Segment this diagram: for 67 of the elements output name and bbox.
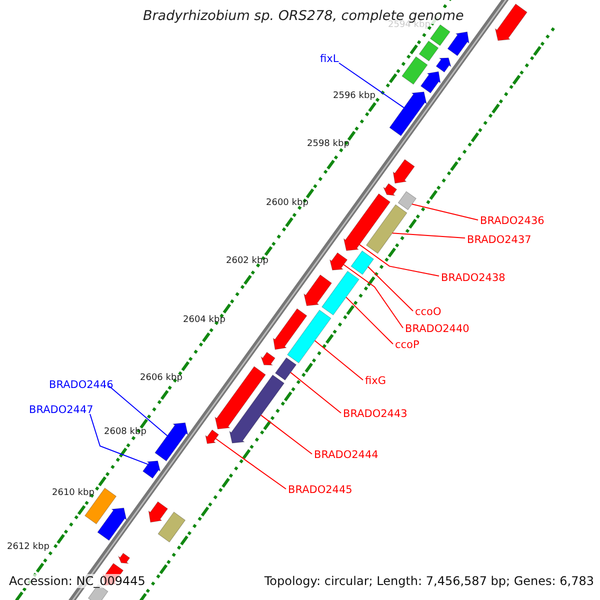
gene-block [229,374,285,444]
scale-label: 2612 kbp [7,542,50,553]
gene-block [97,508,127,541]
gene-label: BRADO2447 [29,404,94,417]
gene-block [286,310,332,364]
gene-label: fixG [365,375,386,388]
gene-label: BRADO2436 [480,215,544,228]
scale-label: 2606 kbp [140,373,182,384]
leader-line [90,414,148,465]
gene-label: BRADO2446 [49,379,114,392]
gene-block [260,352,276,366]
gene-block [389,92,427,136]
leader-line [368,266,414,312]
scale-label: 2604 kbp [183,315,226,326]
gene-block [205,429,220,444]
gene-block [304,274,332,306]
gene-label: BRADO2445 [288,484,352,497]
scale-label: 2608 kbp [104,427,146,438]
gene-block [142,460,161,479]
gene-label: BRADO2443 [343,408,408,421]
gene-block [272,308,308,350]
footer-text: Accession: NC_009445 [9,574,146,588]
leader-line [290,372,342,414]
gene-block [366,204,408,254]
scale-label: 2598 kbp [307,139,350,150]
gene-label: ccoP [395,339,420,352]
gene-block [214,366,266,430]
gene-block [343,193,391,251]
gene-block [154,422,188,462]
gene-label: BRADO2440 [405,323,470,336]
leader-line [358,244,440,276]
scale-label: 2602 kbp [226,256,268,267]
gene-block [274,357,297,381]
gene-block [118,552,130,564]
gene-block [398,191,417,210]
leader-line [346,296,394,344]
gene-label: BRADO2444 [314,449,378,462]
gene-block [420,71,441,94]
gene-label: BRADO2438 [441,272,506,285]
gene-block [402,56,428,85]
gene-block [148,501,168,523]
gene-label: ccoO [415,306,442,319]
gene-label: BRADO2437 [467,234,532,247]
leader-line [108,386,168,436]
scale-label: 2600 kbp [266,198,308,209]
gene-block [447,32,470,56]
scale-label: 2596 kbp [333,91,376,102]
leader-line [343,264,404,328]
gene-block [383,183,398,196]
scale-label: 2610 kbp [52,488,94,499]
gene-block [329,252,348,270]
gene-block [418,40,439,62]
gene-block [494,4,528,41]
gene-block [436,58,452,73]
footer-text: Topology: circular; Length: 7,456,587 bp; Genes: 6,783 [264,574,594,588]
gene-label: fixL [320,53,339,66]
leader-line [338,62,404,108]
leader-line [260,414,312,454]
gene-block [430,24,450,46]
leader-line [392,232,466,238]
gene-block [350,250,374,275]
leader-line [215,438,286,490]
gene-block [392,159,415,184]
gene-block [321,270,360,316]
leader-line [314,340,364,380]
gene-block [158,512,186,543]
leader-line [411,204,478,220]
